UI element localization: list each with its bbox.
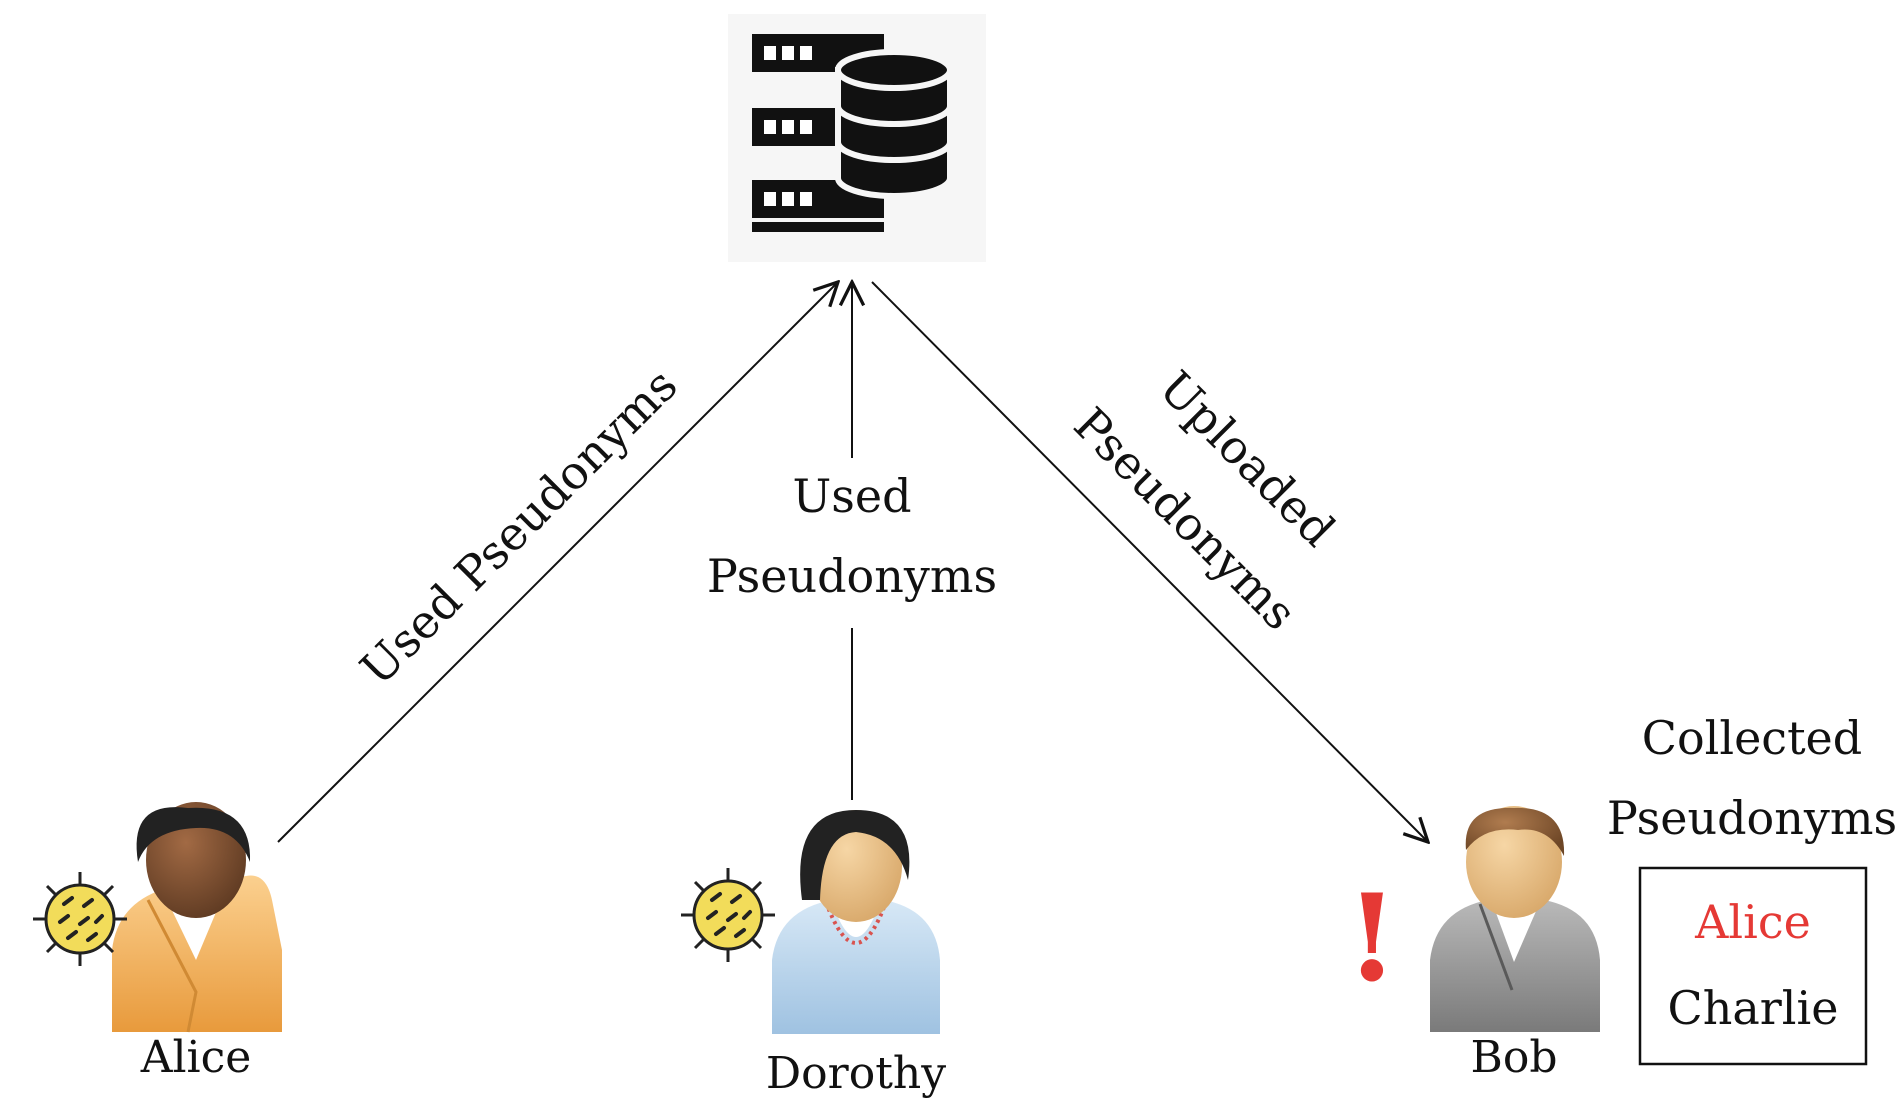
virus-icon xyxy=(33,872,127,966)
bob-person-icon xyxy=(1430,806,1600,1032)
server-to-bob-arrow xyxy=(871,281,1428,842)
dorothy-edge-label-line2: Pseudonyms xyxy=(707,549,997,603)
alice-person-icon xyxy=(112,802,282,1033)
collected-label-line2: Pseudonyms xyxy=(1607,791,1897,845)
virus-icon xyxy=(681,868,775,962)
database-server-icon xyxy=(728,14,986,262)
dorothy-name-label: Dorothy xyxy=(766,1048,946,1099)
dorothy-person-icon xyxy=(772,810,940,1034)
collected-pseudonyms-box xyxy=(1638,866,1868,1066)
alert-mark: ! xyxy=(1346,868,1399,1009)
alice-name-label: Alice xyxy=(140,1032,252,1083)
dorothy-edge-label-line1: Used xyxy=(792,469,911,523)
collected-label-line1: Collected xyxy=(1642,711,1862,765)
alice-to-server-arrow xyxy=(277,282,838,843)
bob-name-label: Bob xyxy=(1471,1032,1558,1083)
collected-item-charlie: Charlie xyxy=(1668,981,1839,1035)
alice-edge-label: Used Pseudonyms xyxy=(350,358,688,696)
database-cylinder xyxy=(835,49,953,199)
collected-item-alice: Alice xyxy=(1694,895,1811,949)
